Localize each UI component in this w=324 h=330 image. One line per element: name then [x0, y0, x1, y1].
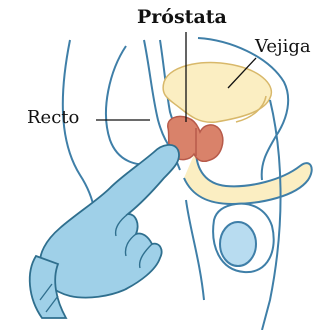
- bladder-label: Vejiga: [255, 36, 311, 57]
- rectum-label: Recto: [27, 107, 79, 128]
- buttock-outline: [106, 46, 160, 164]
- leg-outline-inner: [186, 200, 204, 300]
- testis: [220, 222, 256, 266]
- prostate-label: Próstata: [137, 6, 227, 28]
- gloved-hand: [40, 145, 179, 298]
